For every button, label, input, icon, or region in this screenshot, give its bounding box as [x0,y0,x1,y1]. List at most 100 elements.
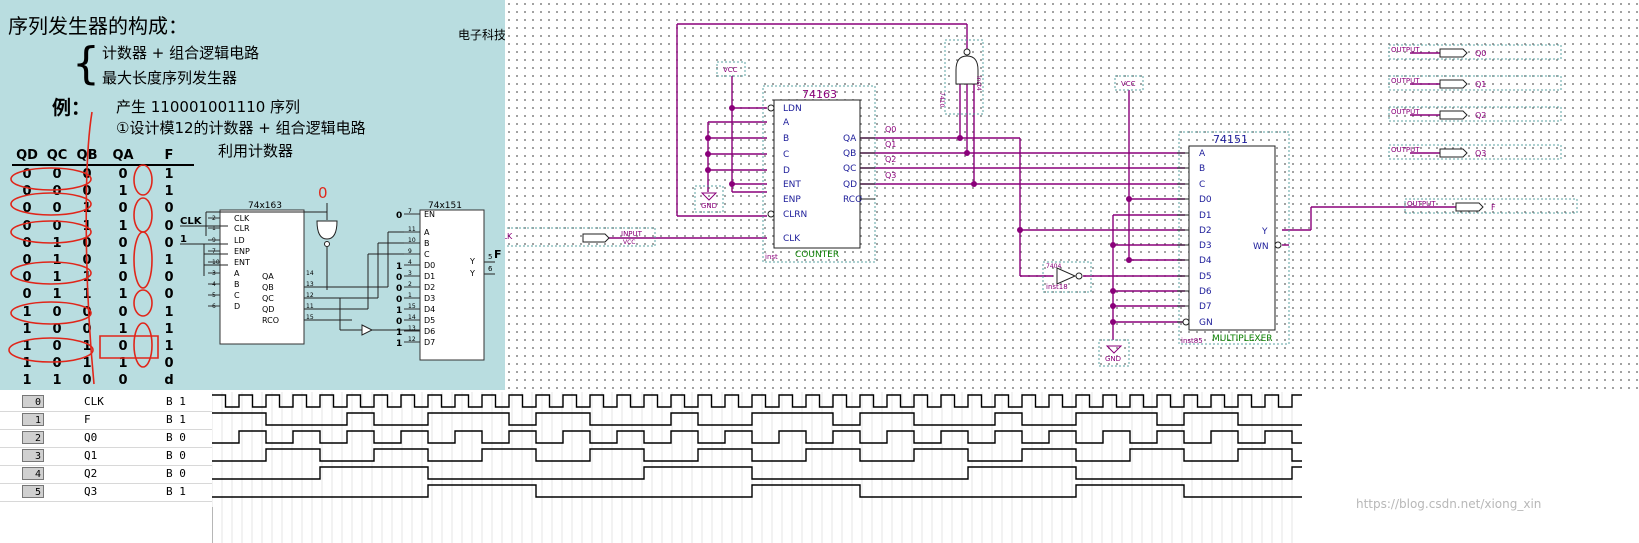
net-label-q2: Q2 [885,155,896,164]
slide-mux-pin-number: 7 [408,208,412,215]
output-pin-type: OUTPUT [1407,200,1436,208]
slide-mux-pin-number: 9 [408,248,412,255]
output-pin-type: OUTPUT [1391,77,1420,85]
mux-pin-d1: D1 [1199,211,1212,221]
truth-table-cell: 0 [164,270,174,286]
slide-mux-chip [419,209,485,361]
signal-pin-icon: 0 [22,395,44,408]
slide-mux-pin-d6: D6 [424,327,435,336]
mux-pin-d2: D2 [1199,226,1212,236]
nand-label: 7410 [938,92,945,107]
truth-table-cell: 0 [22,167,32,183]
truth-table-cell: 0 [164,287,174,303]
counter-out-qa: QA [843,134,857,144]
output-pin-q1[interactable]: Q1 [1475,80,1486,89]
slide-clk-label: CLK [180,216,203,227]
truth-table-header-f: F [144,146,194,166]
truth-table-cell: 1 [82,356,92,372]
mux-out-y: Y [1261,227,1268,237]
slide-counter-title: 74x163 [248,201,282,211]
waveform-trace [212,448,1302,462]
mux-footer: MULTIPLEXER [1212,334,1273,344]
counter-out-rco: RCO [843,195,862,205]
lecture-slide: 序列发生器的构成： { 计数器 + 组合逻辑电路 最大长度序列发生器 例： 产生… [0,0,505,390]
slide-counter-pin-clr: CLR [234,224,250,233]
handwritten-zero: 0 [318,184,328,202]
mux-pin-d3: D3 [1199,241,1212,251]
example-label: 例： [52,97,91,119]
slide-mux-input-value: 1 [396,262,402,272]
truth-table-cell: 0 [164,201,174,217]
slide-mux-pin-d3: D3 [424,294,435,303]
output-pin-q3[interactable]: Q3 [1475,149,1486,158]
slide-counter-pin-b: B [234,280,240,289]
slide-mux-pin-d0: D0 [424,261,435,270]
truth-table-cell: 0 [82,321,92,337]
slide-counter-pin-ent: ENT [234,258,250,267]
truth-table-cell: 0 [118,373,128,389]
signal-value: B 0 [166,431,186,444]
signal-pin-icon: 5 [22,485,44,498]
truth-table-cell: 1 [164,253,174,269]
input-pin-name: CLK [505,232,513,241]
slide-mux-pin-c: C [424,250,430,259]
output-pin-q2[interactable]: Q2 [1475,111,1486,120]
slide-counter-out-number: 14 [306,270,314,277]
counter-pin-c: C [783,150,789,160]
counter-pin-clk: CLK [783,234,801,244]
slide-mux-y-pin: 5 [488,253,492,261]
slide-counter-out-number: 12 [306,292,314,299]
slide-counter-pin-clk: CLK [234,214,250,223]
mux-chip[interactable] [1188,145,1276,331]
counter-title: 74163 [802,88,837,101]
counter-pin-ldn: LDN [783,104,802,114]
not-inst: inst18 [1046,283,1068,291]
vcc-label-2: VCC [1121,80,1136,88]
slide-mux-pin-d2: D2 [424,283,435,292]
waveform-plot[interactable] [212,392,1302,543]
slide-mux-pin-number: 1 [408,292,412,299]
slide-counter-out-number: 13 [306,281,314,288]
counter-out-qd: QD [843,180,857,190]
waveform-trace [212,412,1302,426]
slide-mux-input-value: 0 [396,284,402,294]
truth-table-cell: 0 [118,338,128,354]
slide-mux-pin-a: A [424,228,430,237]
slide-mux-pin-number: 14 [408,314,416,321]
slide-mux-pin-number: 11 [408,226,416,233]
mux-inst: inst85 [1181,337,1203,345]
truth-table-cell: 0 [118,167,128,183]
truth-table-cell: 1 [52,287,62,303]
nand-inst: inst4 [975,76,982,91]
truth-table-header-qd: QD [12,146,42,166]
truth-table-cell: 0 [22,218,32,234]
output-pin-f[interactable]: F [1491,203,1496,212]
brace-glyph: { [72,38,100,89]
counter-chip[interactable] [773,99,861,249]
signal-name: CLK [84,395,104,408]
waveform-trace [212,484,1302,498]
truth-table-cell: 0 [164,235,174,251]
truth-table-cell: 1 [52,253,62,269]
slide-item-counter-logic: 计数器 + 组合逻辑电路 [102,44,260,62]
mux-pin-c: C [1199,180,1205,190]
truth-table-cell: d [164,373,174,389]
waveform-trace [212,466,1302,480]
slide-counter-out-qd: QD [262,305,274,314]
output-pin-q0[interactable]: Q0 [1475,49,1486,58]
schematic-canvas[interactable]: VCC VCC GND GND 74163 LDNABCDENTENPCLRNC… [505,0,1639,390]
